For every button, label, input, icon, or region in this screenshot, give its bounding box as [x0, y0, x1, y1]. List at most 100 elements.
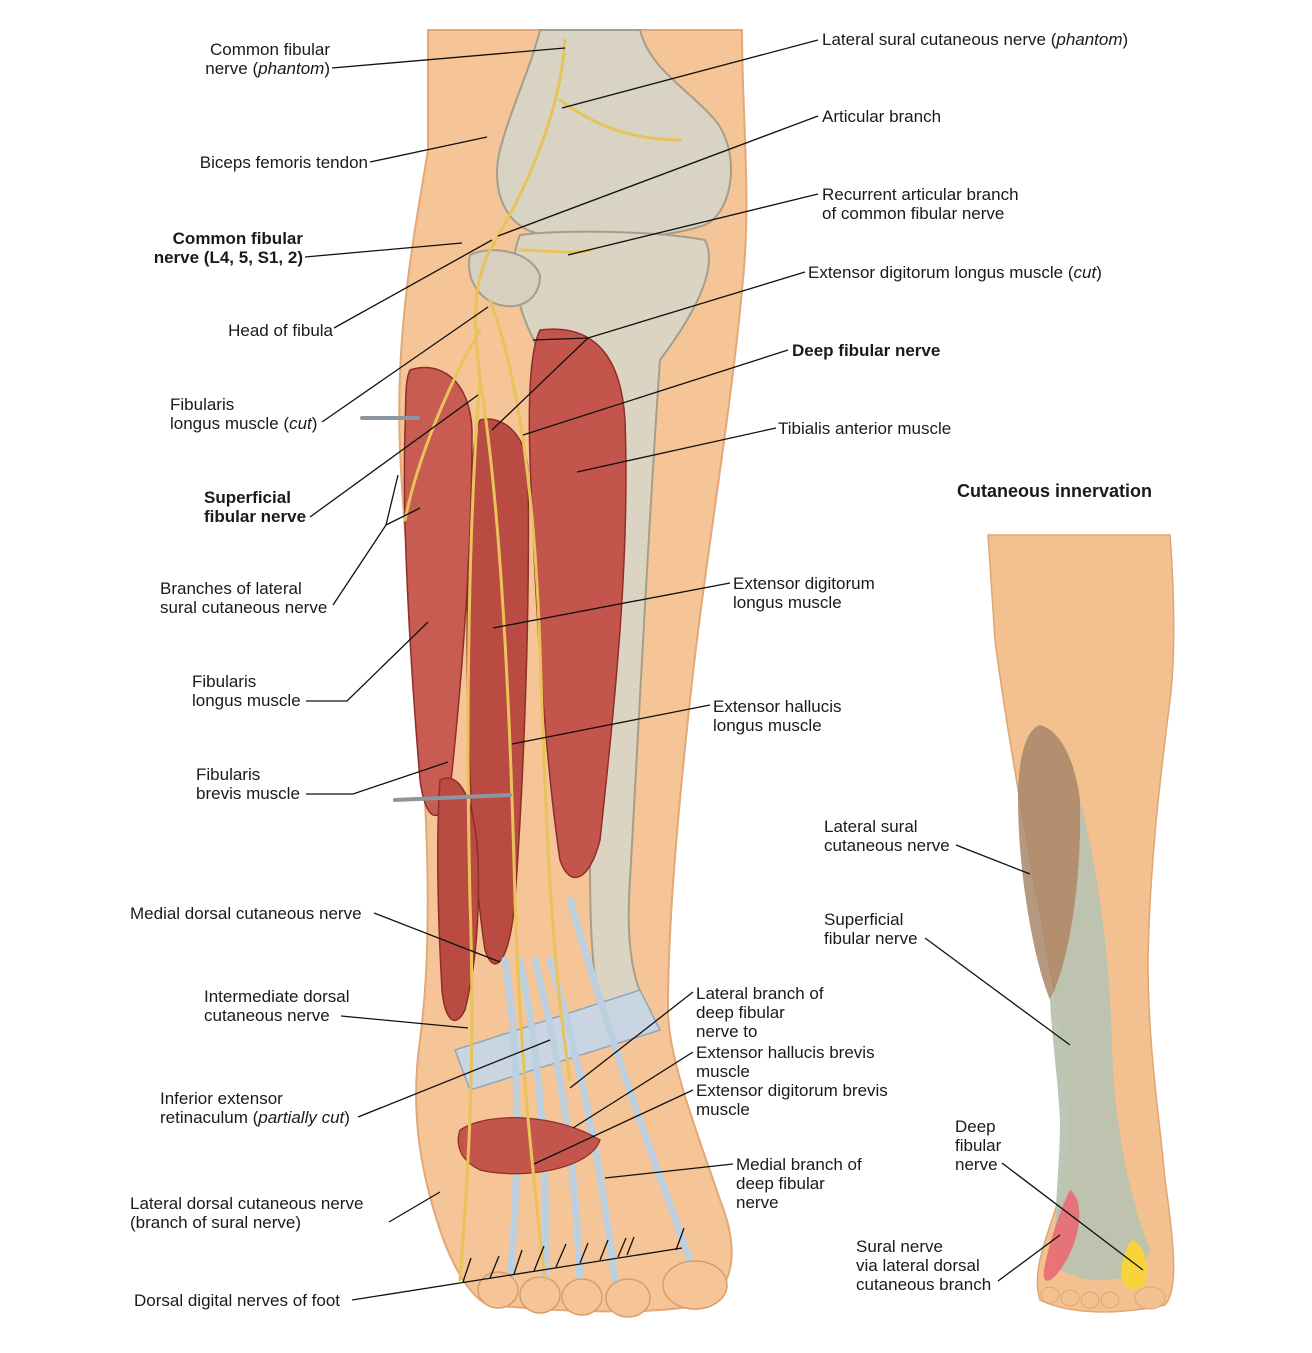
label-line: Fibularis	[192, 672, 257, 691]
label-line: Common fibular	[210, 40, 330, 59]
label-fibularis-brevis: Fibularis brevis muscle	[196, 765, 300, 803]
label-line: Recurrent articular branch	[822, 185, 1019, 204]
label-line: Extensor hallucis brevis	[696, 1043, 875, 1062]
label-line: Intermediate dorsal	[204, 987, 350, 1006]
label-edl-cut: Extensor digitorum longus muscle (cut)	[808, 263, 1102, 282]
inset-title: Cutaneous innervation	[957, 481, 1153, 501]
label-line: via lateral dorsal	[856, 1256, 980, 1275]
label-fibularis-longus-cut: Fibularis longus muscle (cut)	[170, 395, 317, 433]
label-line: Superficial	[204, 488, 291, 507]
label-line: cutaneous nerve	[204, 1006, 330, 1025]
label-line: )	[344, 1108, 350, 1127]
label-italic: phantom	[258, 59, 325, 78]
label-recurrent-articular: Recurrent articular branch of common fib…	[822, 185, 1019, 223]
label-line: Sural nerve	[856, 1237, 943, 1256]
label-line: Extensor digitorum longus muscle (	[808, 263, 1074, 282]
label-fibularis-longus: Fibularis longus muscle	[192, 672, 301, 710]
label-line: fibular	[955, 1136, 1002, 1155]
label-line: Extensor digitorum brevis	[696, 1081, 888, 1100]
label-line: longus muscle (	[170, 414, 290, 433]
label-line: Medial dorsal cutaneous nerve	[130, 904, 362, 923]
nerves	[403, 38, 682, 1282]
label-italic: cut	[1073, 263, 1097, 282]
label-line: deep fibular	[696, 1003, 785, 1022]
label-line: Fibularis	[170, 395, 235, 414]
label-ehl: Extensor hallucis longus muscle	[713, 697, 842, 735]
label-line: Deep	[955, 1117, 996, 1136]
label-line: of common fibular nerve	[822, 204, 1005, 223]
label-line: longus muscle	[192, 691, 301, 710]
label-line: Branches of lateral	[160, 579, 302, 598]
extensor-retinaculum	[454, 989, 662, 1091]
label-tibialis-anterior: Tibialis anterior muscle	[778, 419, 951, 438]
label-line: Fibularis	[196, 765, 261, 784]
label-common-fibular-nerve: Common fibular nerve (L4, 5, S1, 2)	[154, 229, 303, 267]
label-superficial-fibular-nerve: Superficial fibular nerve	[204, 488, 306, 526]
inset-label-superficial-fibular: Superficial fibular nerve	[824, 910, 918, 948]
label-line: Tibialis anterior muscle	[778, 419, 952, 438]
label-line: nerve	[955, 1155, 998, 1174]
label-line: Lateral branch of	[696, 984, 824, 1003]
label-line: Superficial	[824, 910, 904, 929]
label-line: Lateral sural	[824, 817, 918, 836]
label-line: sural cutaneous nerve	[160, 598, 328, 617]
digital-nerve-ticks	[462, 1227, 685, 1283]
label-lateral-sural-phantom: Lateral sural cutaneous nerve (phantom)	[822, 30, 1128, 49]
label-medial-dorsal-cutaneous: Medial dorsal cutaneous nerve	[130, 904, 362, 923]
label-line: Extensor digitorum	[733, 574, 875, 593]
inset-label-deep-fibular: Deep fibular nerve	[955, 1117, 1001, 1174]
label-italic: phantom	[1056, 30, 1123, 49]
label-line: Deep fibular nerve	[792, 341, 941, 360]
label-line: brevis muscle	[196, 784, 300, 803]
label-dorsal-digital-nerves: Dorsal digital nerves of foot	[134, 1291, 340, 1310]
label-head-of-fibula: Head of fibula	[228, 321, 333, 340]
label-line: fibular nerve	[824, 929, 918, 948]
retractors	[360, 416, 512, 802]
label-line: nerve (	[205, 59, 259, 78]
label-line: retinaculum (	[160, 1108, 259, 1127]
label-line: Lateral sural cutaneous nerve (	[822, 30, 1057, 49]
label-line: nerve	[736, 1193, 779, 1212]
label-line: )	[1096, 263, 1102, 282]
label-intermediate-dorsal-cutaneous: Intermediate dorsal cutaneous nerve	[204, 987, 350, 1025]
label-lateral-dorsal-cutaneous: Lateral dorsal cutaneous nerve (branch o…	[130, 1194, 363, 1232]
label-articular-branch: Articular branch	[822, 107, 941, 126]
label-italic: cut	[289, 414, 312, 433]
label-line: muscle	[696, 1062, 750, 1081]
label-line: deep fibular	[736, 1174, 825, 1193]
label-line: longus muscle	[733, 593, 842, 612]
edb-muscle	[457, 1117, 601, 1175]
label-line: nerve (L4, 5, S1, 2)	[153, 248, 303, 267]
label-common-fibular-nerve-phantom: Common fibular nerve (phantom)	[205, 40, 330, 78]
inset-label-lateral-sural: Lateral sural cutaneous nerve	[824, 817, 950, 855]
label-line: )	[324, 59, 330, 78]
label-line: Extensor hallucis	[713, 697, 842, 716]
label-biceps-femoris-tendon: Biceps femoris tendon	[200, 153, 368, 172]
label-branches-lateral-sural: Branches of lateral sural cutaneous nerv…	[160, 579, 327, 617]
label-edb: Extensor digitorum brevis muscle	[696, 1081, 888, 1119]
label-lateral-branch-deep: Lateral branch of deep fibular nerve to	[696, 984, 824, 1041]
label-deep-fibular-nerve: Deep fibular nerve	[792, 341, 940, 360]
label-line: muscle	[696, 1100, 750, 1119]
label-inferior-extensor-retinaculum: Inferior extensor retinaculum (partially…	[160, 1089, 350, 1127]
inset-label-sural: Sural nerve via lateral dorsal cutaneous…	[856, 1237, 991, 1294]
label-line: nerve to	[696, 1022, 758, 1041]
inset-zone-lateral-sural	[1018, 725, 1081, 1000]
label-line: )	[1122, 30, 1129, 49]
label-line: Head of fibula	[228, 321, 333, 340]
label-italic: partially cut	[258, 1108, 345, 1127]
leader-lines	[304, 39, 1144, 1301]
label-line: cutaneous branch	[856, 1275, 992, 1294]
label-line: longus muscle	[713, 716, 822, 735]
label-line: cutaneous nerve	[824, 836, 950, 855]
label-line: Articular branch	[822, 107, 942, 126]
inset-zone-sural	[1043, 1190, 1080, 1281]
label-medial-branch-deep: Medial branch of deep fibular nerve	[736, 1155, 862, 1212]
label-line: Lateral dorsal cutaneous nerve	[130, 1194, 364, 1213]
label-line: fibular nerve	[204, 507, 307, 526]
label-line: Common fibular	[172, 229, 303, 248]
inset-toes	[1040, 1286, 1166, 1310]
label-line: Inferior extensor	[160, 1089, 283, 1108]
